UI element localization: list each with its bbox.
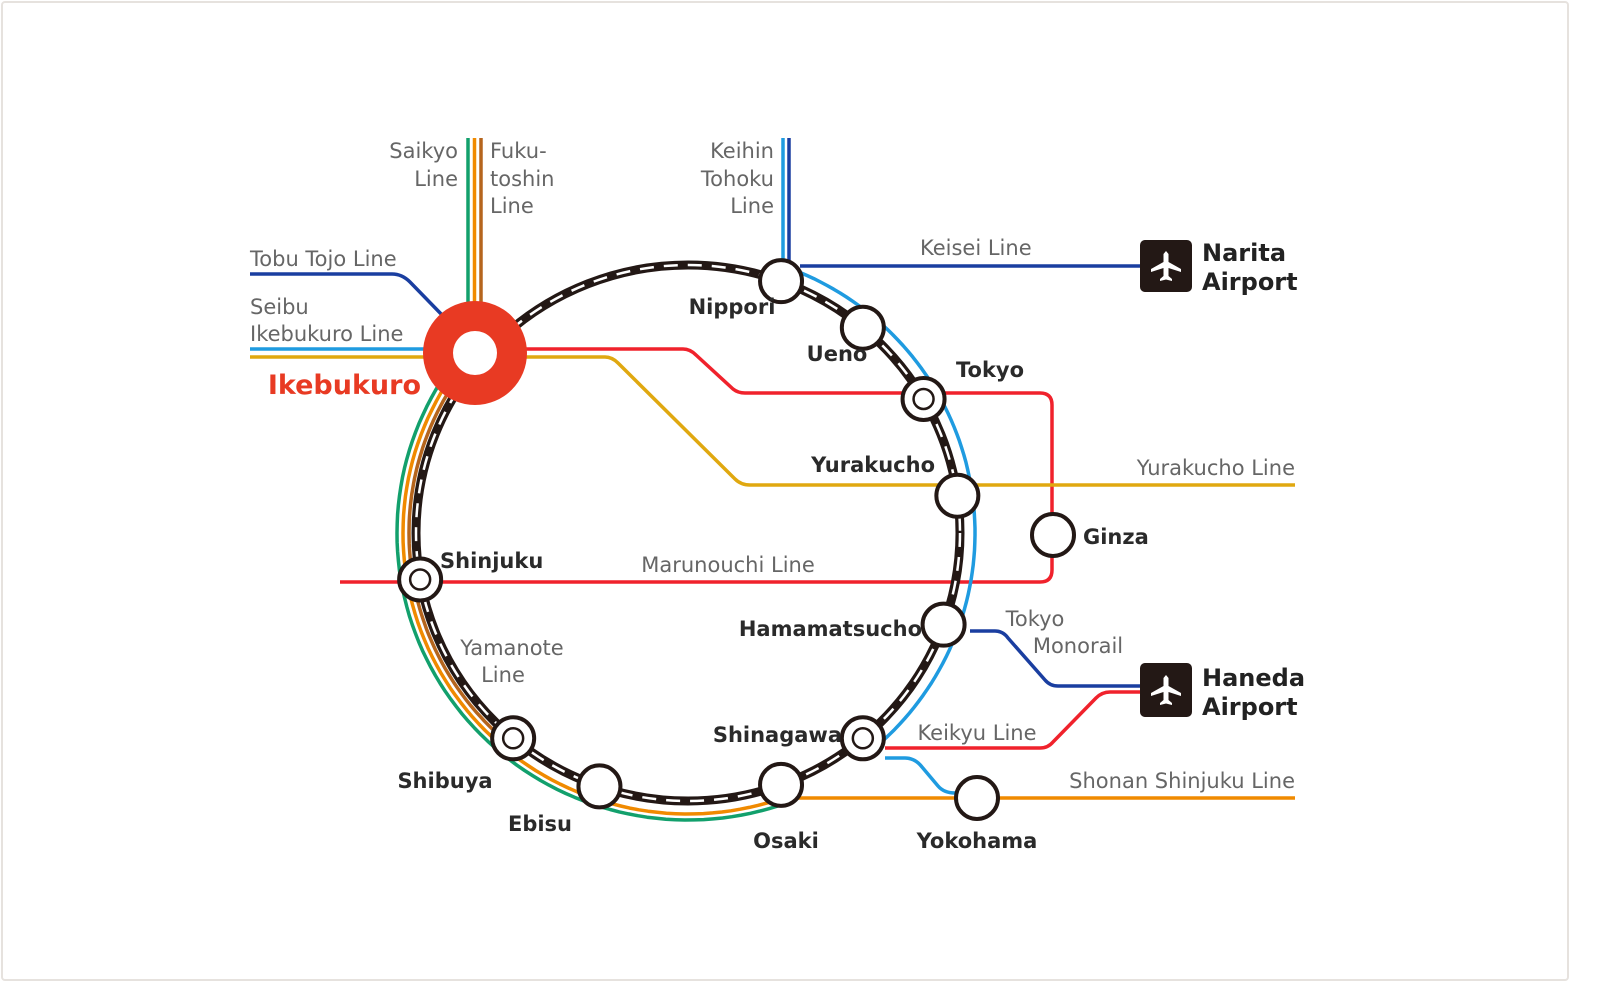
station-label-ikebukuro[interactable]: Ikebukuro — [268, 370, 421, 401]
transfer-marker — [851, 727, 875, 750]
transfer-marker — [501, 727, 525, 750]
station-shinagawa[interactable] — [839, 715, 886, 762]
line-label-marunouchi: Marunouchi Line — [641, 553, 815, 577]
station-marker-center — [453, 331, 497, 375]
station-marker — [954, 775, 1000, 821]
line-label-saikyo: Saikyo — [389, 139, 458, 163]
airport-name: Airport — [1202, 693, 1298, 721]
transfer-marker — [408, 568, 432, 591]
line-label-seibu-ikebukuro: Ikebukuro Line — [250, 322, 403, 346]
line-label-shonan-shinjuku: Shonan Shinjuku Line — [1069, 769, 1295, 793]
line-label-tokyo-monorail: Monorail — [1033, 634, 1123, 658]
station-tokyo[interactable] — [900, 376, 947, 422]
station-label-hamamatsucho[interactable]: Hamamatsucho — [739, 617, 922, 641]
station-label-shibuya[interactable]: Shibuya — [397, 769, 492, 793]
station-marker — [934, 472, 981, 519]
keihin-tohoku-to-yokohama — [885, 756, 976, 795]
line-label-keihin-tohoku: Line — [730, 194, 774, 218]
line-label-keihin-tohoku: Keihin — [710, 139, 774, 163]
station-label-ebisu[interactable]: Ebisu — [508, 812, 572, 836]
line-label-fukutoshin: toshin — [490, 167, 554, 191]
airport-name: Narita — [1202, 239, 1286, 267]
station-marker — [397, 556, 444, 603]
transfer-marker — [912, 387, 935, 411]
station-label-tokyo[interactable]: Tokyo — [956, 358, 1024, 382]
station-label-ueno[interactable]: Ueno — [807, 342, 868, 366]
airplane-icon — [1151, 675, 1181, 705]
station-marker — [576, 763, 623, 810]
airport-name: Airport — [1202, 268, 1298, 296]
line-label-keihin-tohoku: Tohoku — [700, 167, 774, 191]
station-label-osaki[interactable]: Osaki — [753, 829, 819, 853]
line-label-keikyu: Keikyu Line — [917, 721, 1036, 745]
line-label-yurakucho: Yurakucho Line — [1136, 456, 1295, 480]
station-yokohama[interactable] — [954, 775, 1000, 821]
station-ikebukuro[interactable] — [423, 301, 527, 405]
airport-name: Haneda — [1202, 664, 1305, 692]
map-frame — [1, 1, 1569, 981]
station-marker — [920, 601, 967, 648]
station-marker — [758, 761, 805, 808]
station-label-yokohama[interactable]: Yokohama — [916, 829, 1038, 853]
line-label-saikyo: Line — [414, 167, 458, 191]
station-ebisu[interactable] — [576, 763, 623, 810]
keikyu-line — [885, 690, 1140, 750]
station-ueno[interactable] — [839, 304, 886, 351]
shonan-shinjuku-line-ring — [401, 347, 777, 816]
saikyo-line-ring — [395, 343, 779, 822]
station-marker — [839, 715, 886, 762]
yurakucho-line — [520, 355, 1295, 487]
line-label-seibu-ikebukuro: Seibu — [250, 295, 309, 319]
station-ginza[interactable] — [1030, 512, 1076, 558]
line-label-yamanote: Yamanote — [459, 636, 563, 660]
station-label-yurakucho[interactable]: Yurakucho — [810, 453, 935, 477]
stations — [397, 258, 1076, 821]
yamanote-line-dashes — [414, 263, 962, 803]
line-label-tobu-tojo: Tobu Tojo Line — [249, 247, 397, 271]
line-label-fukutoshin: Fuku- — [490, 139, 547, 163]
station-label-shinagawa[interactable]: Shinagawa — [713, 723, 842, 747]
station-osaki[interactable] — [758, 761, 805, 808]
station-marker — [758, 258, 805, 305]
fukutoshin-line-ring — [407, 351, 510, 746]
line-label-tokyo-monorail: Tokyo — [1005, 607, 1065, 631]
station-nippori[interactable] — [758, 258, 805, 305]
station-shinjuku[interactable] — [397, 556, 444, 603]
tobu-tojo-line — [250, 272, 447, 320]
station-yurakucho[interactable] — [934, 472, 981, 519]
line-label-yamanote: Line — [481, 663, 525, 687]
station-hamamatsucho[interactable] — [920, 601, 967, 648]
station-marker — [490, 715, 537, 762]
station-shibuya[interactable] — [490, 715, 537, 762]
station-label-ginza[interactable]: Ginza — [1083, 525, 1149, 549]
station-label-nippori[interactable]: Nippori — [689, 295, 776, 319]
haneda-airport[interactable]: Haneda Airport — [1140, 663, 1305, 721]
marunouchi-line — [340, 347, 1054, 584]
line-label-keisei: Keisei Line — [920, 236, 1032, 260]
station-marker — [900, 376, 947, 422]
narita-airport[interactable]: Narita Airport — [1140, 239, 1298, 296]
tokyo-monorail-line — [970, 629, 1140, 688]
line-label-fukutoshin: Line — [490, 194, 534, 218]
station-marker — [839, 304, 886, 351]
airplane-icon — [1151, 251, 1181, 281]
station-marker — [1030, 512, 1076, 558]
station-label-shinjuku[interactable]: Shinjuku — [440, 549, 543, 573]
